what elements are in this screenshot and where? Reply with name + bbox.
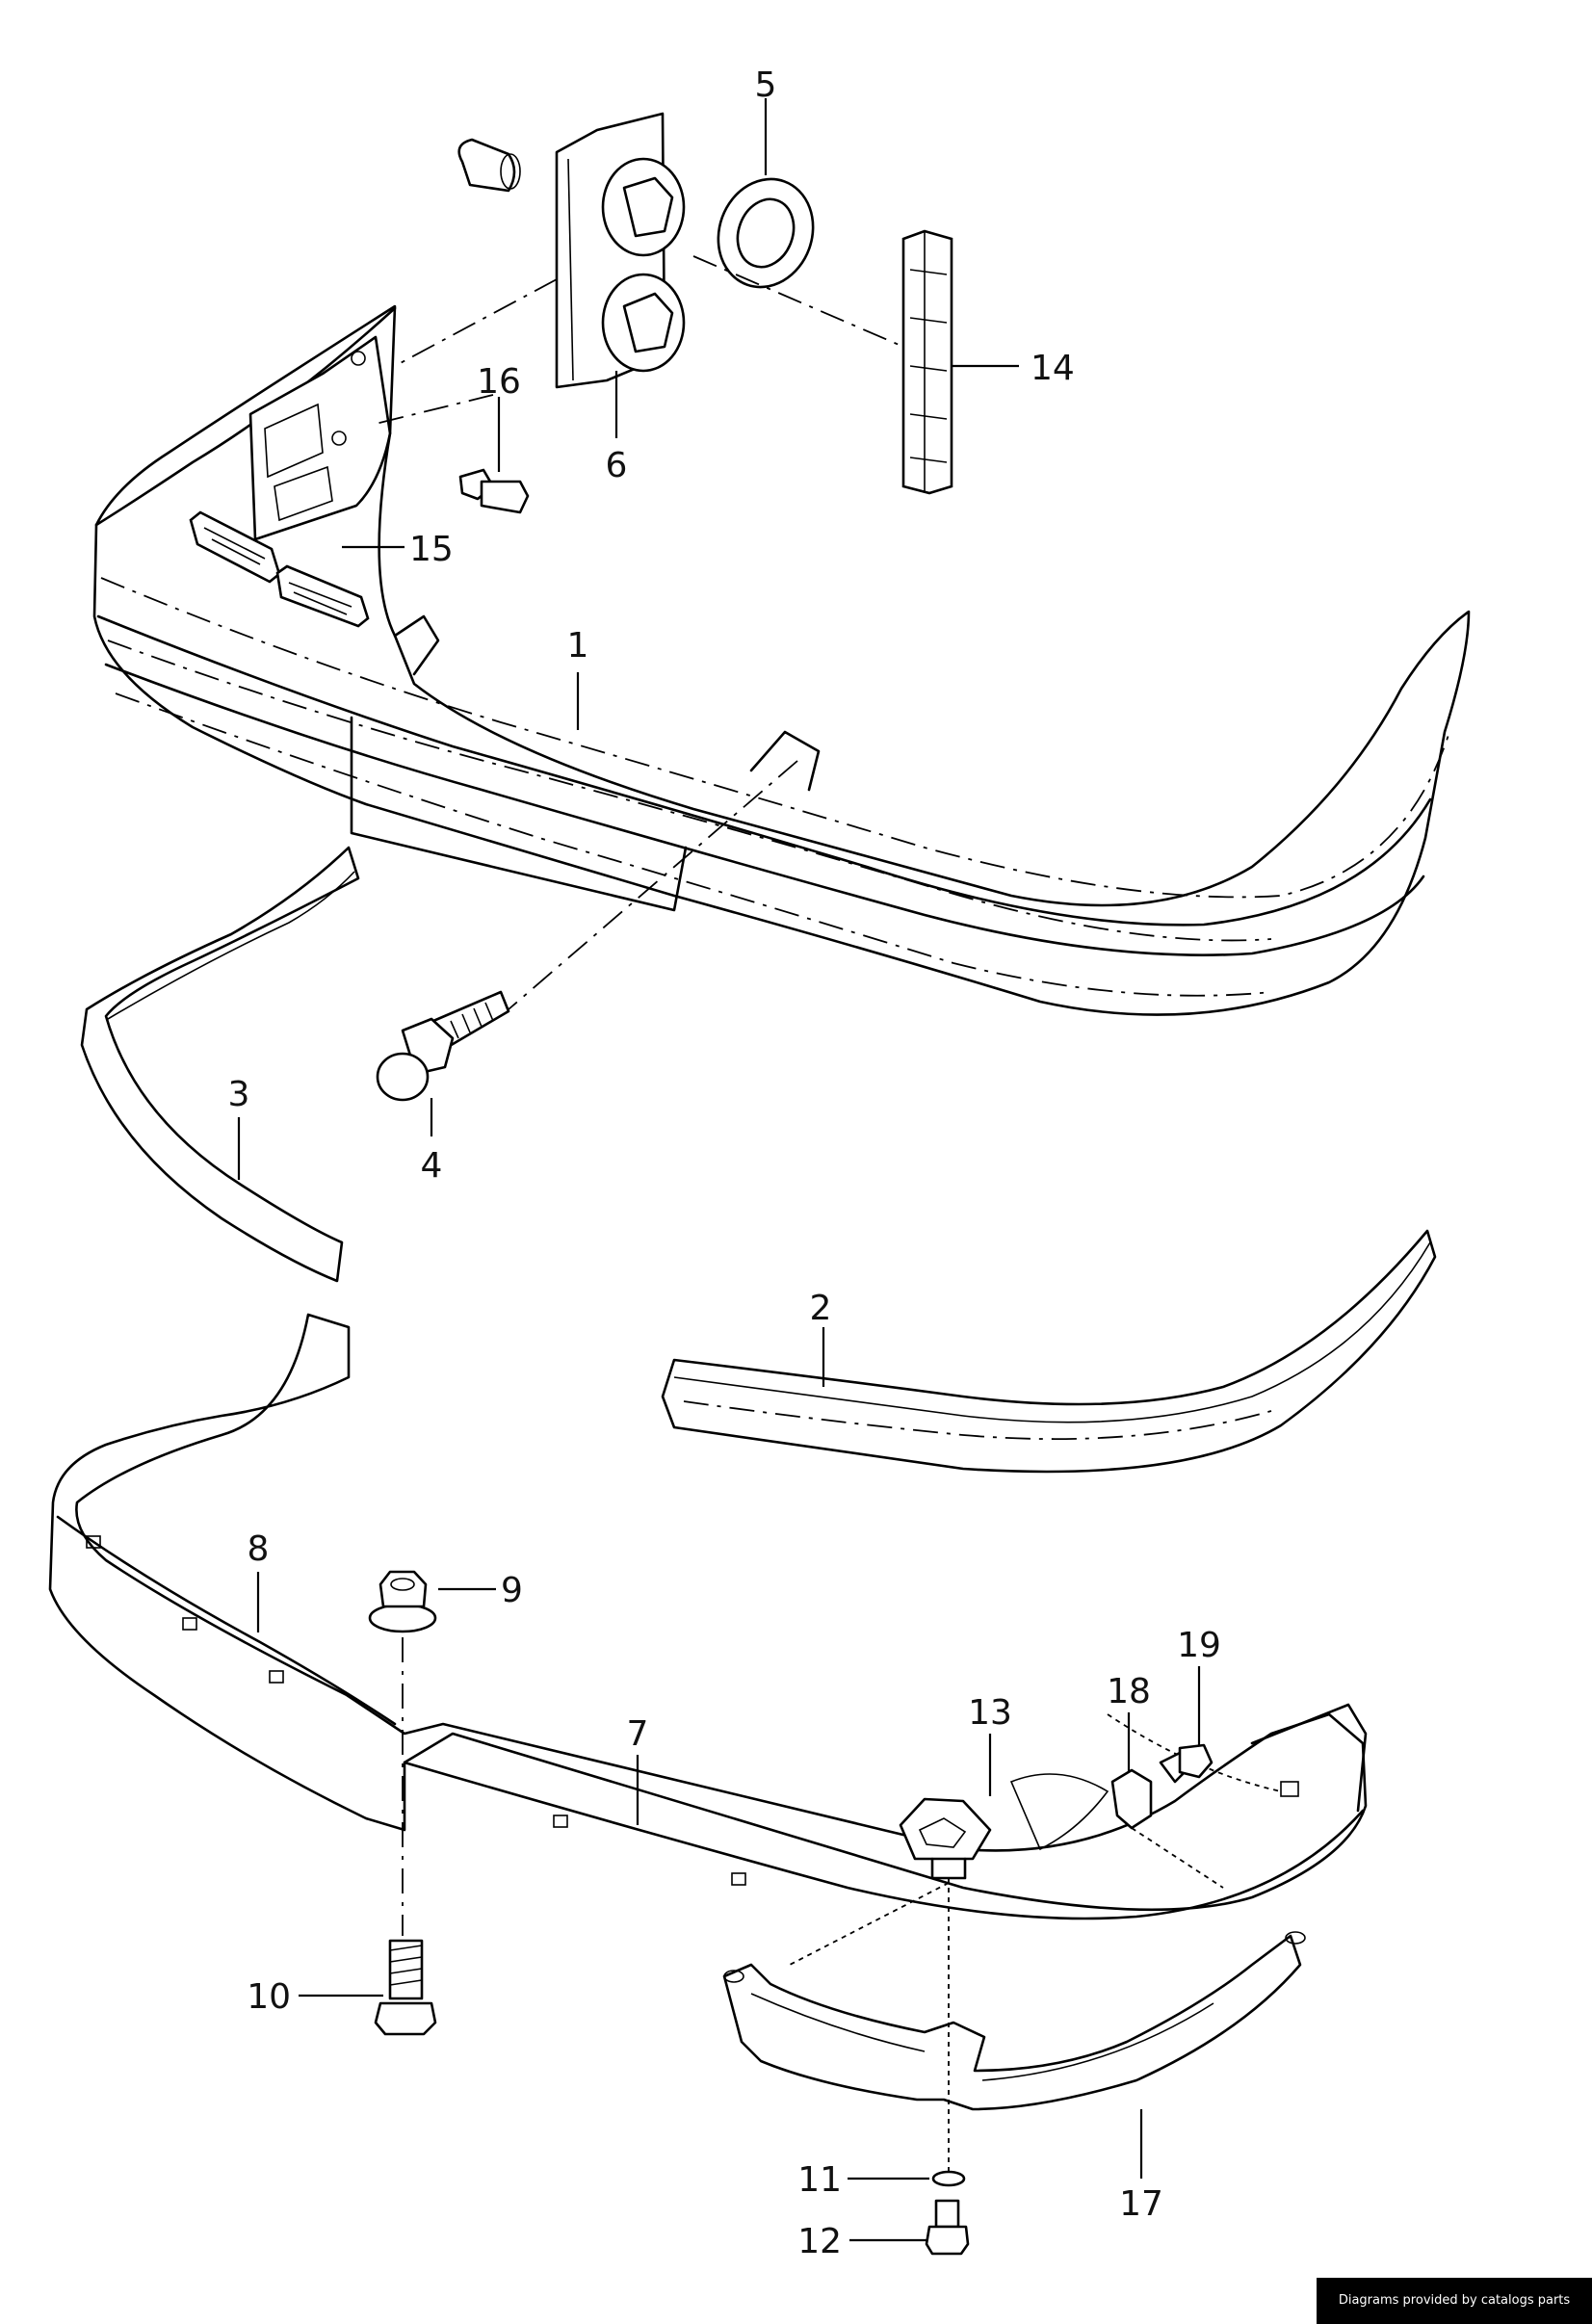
callout-12: 12 bbox=[797, 2222, 842, 2261]
credit-badge: Diagrams provided by catalogs parts bbox=[1317, 2278, 1592, 2324]
washer-11 bbox=[931, 2170, 966, 2187]
callout-5: 5 bbox=[755, 65, 777, 105]
side-bracket bbox=[248, 335, 392, 541]
callout-11: 11 bbox=[797, 2160, 842, 2200]
foam-strips bbox=[189, 510, 370, 628]
washer-ring bbox=[717, 177, 815, 289]
bumper-cover bbox=[92, 304, 1471, 1016]
spring-nut bbox=[899, 1797, 992, 1880]
mount-plate bbox=[457, 112, 686, 389]
callout-8: 8 bbox=[248, 1529, 270, 1569]
callout-15: 15 bbox=[409, 530, 454, 569]
trim-strip-right bbox=[661, 1229, 1437, 1474]
callout-14: 14 bbox=[1031, 349, 1075, 388]
bumper-bolt bbox=[376, 990, 510, 1102]
foam-block bbox=[901, 229, 953, 495]
bolt-12 bbox=[925, 2199, 970, 2256]
callout-1: 1 bbox=[567, 626, 589, 666]
callout-4: 4 bbox=[421, 1146, 443, 1186]
callout-13: 13 bbox=[968, 1693, 1012, 1733]
callout-19: 19 bbox=[1177, 1626, 1221, 1665]
callout-10: 10 bbox=[247, 1977, 291, 2017]
screw-19 bbox=[1159, 1743, 1214, 1784]
callout-9: 9 bbox=[501, 1571, 523, 1610]
callout-3: 3 bbox=[228, 1075, 250, 1114]
small-screw bbox=[458, 468, 530, 514]
callout-17: 17 bbox=[1119, 2184, 1163, 2224]
callout-18: 18 bbox=[1107, 1672, 1151, 1711]
hex-nut-9 bbox=[368, 1570, 437, 1633]
bumper-carrier bbox=[48, 1313, 1368, 1920]
callout-2: 2 bbox=[810, 1289, 832, 1328]
callout-16: 16 bbox=[477, 362, 521, 402]
callout-7: 7 bbox=[627, 1714, 649, 1754]
callouts: 5 6 14 16 15 1 3 4 2 8 9 7 13 18 19 10 1… bbox=[228, 65, 1221, 2261]
leader-lines bbox=[237, 98, 1201, 2242]
trim-strip-left bbox=[80, 846, 360, 1283]
under-spoiler bbox=[722, 1931, 1306, 2111]
bolt-10 bbox=[374, 1939, 437, 2036]
clip-18 bbox=[1110, 1768, 1153, 1830]
callout-6: 6 bbox=[606, 446, 628, 485]
assembly-lines bbox=[375, 255, 1224, 2172]
